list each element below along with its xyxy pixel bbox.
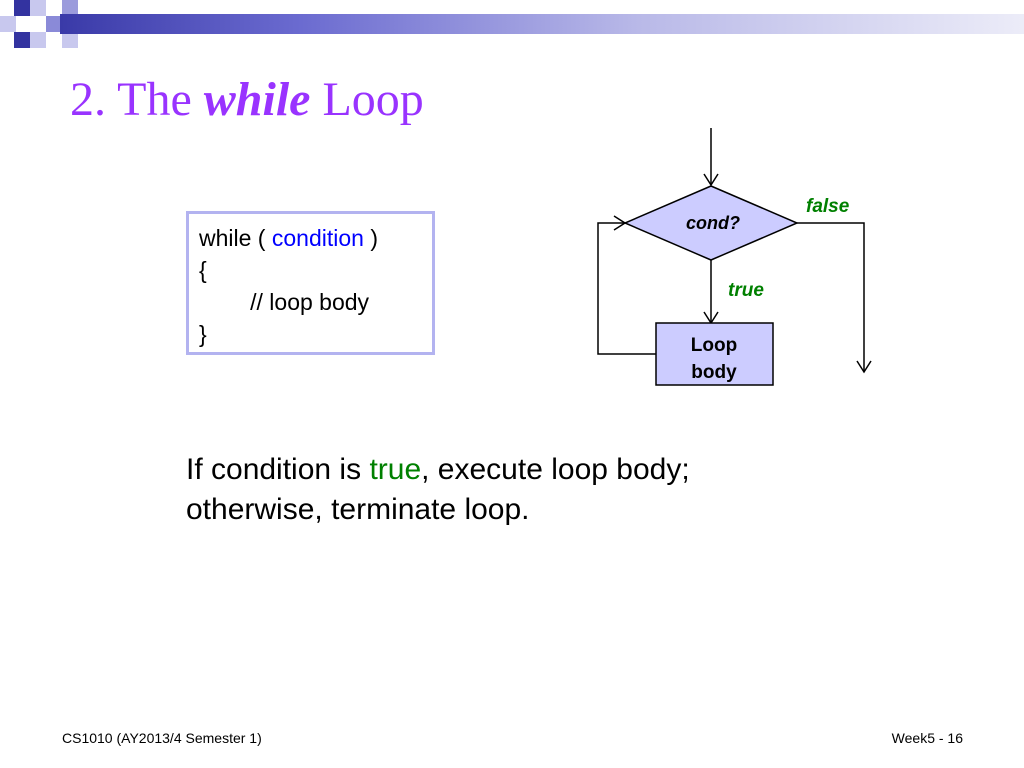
loop-back-line [597,222,656,355]
decor-square [14,0,30,16]
description-part2: , execute loop body; [421,453,690,486]
title-suffix: Loop [310,73,424,126]
slide-title: 2. The while Loop [70,72,424,127]
decor-square [62,32,78,48]
code-box: while ( condition ) { // loop body } [186,211,435,355]
description-true: true [369,453,422,486]
title-prefix: 2. The [70,73,204,126]
code-line-4: } [199,321,207,347]
false-label: false [806,196,850,217]
footer-page-number: Week5 - 16 [891,730,963,746]
code-paren-close: ) [363,225,378,251]
header-bar [60,14,1024,34]
false-branch-line [797,222,865,372]
decor-square [46,16,62,32]
true-label: true [728,280,764,301]
code-line-3: // loop body [199,289,370,315]
loop-body-box [655,322,774,386]
loop-body-label-line1: Loop [691,335,737,356]
description-line-1: If condition is true, execute loop body; [186,450,690,490]
code-condition: condition [271,225,364,251]
description: If condition is true, execute loop body;… [186,450,690,530]
description-line-2: otherwise, terminate loop. [186,493,530,526]
loop-body-label-line2: body [691,362,737,383]
title-keyword: while [203,73,311,126]
entry-arrow-head [703,173,719,187]
decor-square [30,32,46,48]
decor-square [62,0,78,16]
false-arrow-head [856,360,872,374]
code-line-1: while ( condition ) [199,222,432,254]
decor-square [14,32,30,48]
decor-square [0,16,16,32]
code-while-keyword: while ( [199,225,272,251]
description-part1: If condition is [186,453,370,486]
decor-square [30,0,46,16]
footer-course: CS1010 (AY2013/4 Semester 1) [62,730,262,746]
loop-back-arrow-head [613,215,627,231]
code-line-2: { [199,257,207,283]
decision-label: cond? [686,213,740,233]
